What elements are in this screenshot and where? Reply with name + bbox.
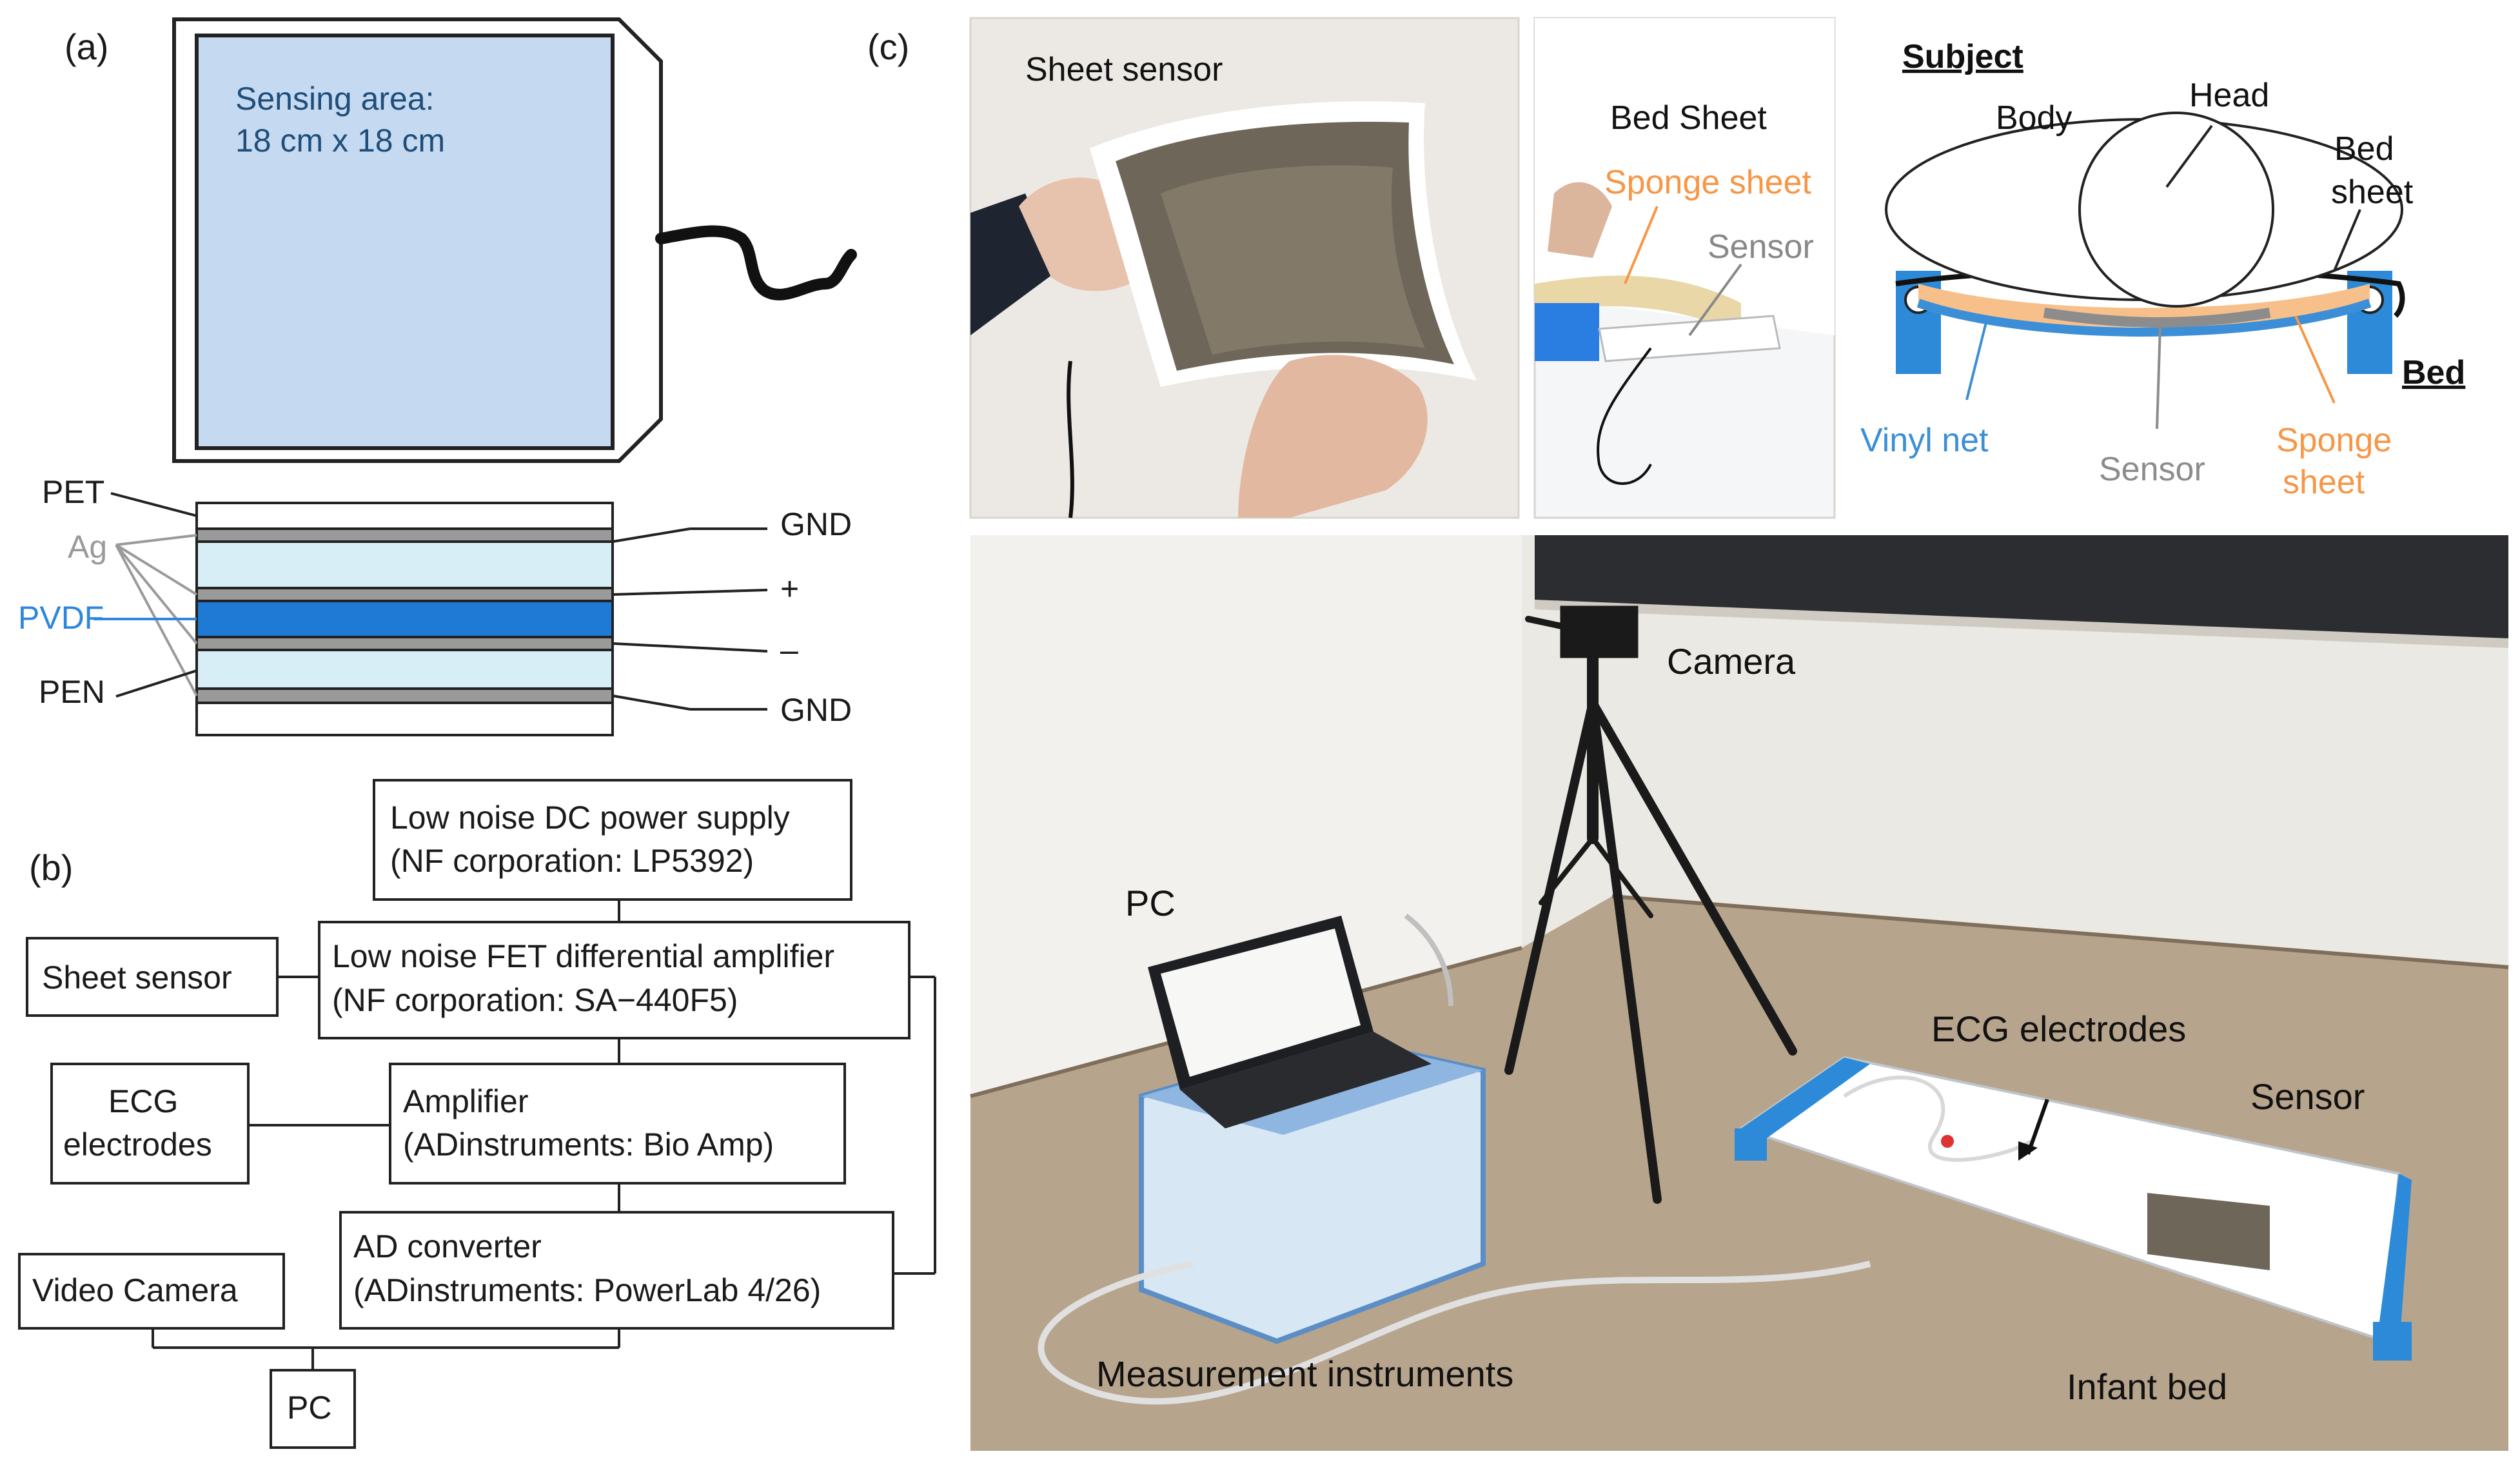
panel-a-label: (a)	[64, 26, 108, 67]
video-camera-box	[18, 1253, 285, 1330]
ecg-electrodes-box	[50, 1063, 250, 1185]
sensing-area-text-line1: Sensing area:	[235, 81, 435, 117]
panel-b: (b) Low noise DC power supply (NF corpor…	[18, 779, 936, 1449]
room-camera-label: Camera	[1667, 641, 1796, 682]
photo-sponge-label: Sponge sheet	[1604, 164, 1811, 201]
amplifier-line2: (ADinstruments: Bio Amp)	[403, 1126, 774, 1163]
photo-sheet-sensor: Sheet sensor	[969, 17, 1520, 519]
sensing-area-text-line2: 18 cm x 18 cm	[235, 123, 445, 159]
schematic-sponge-line1: Sponge	[2276, 422, 2392, 459]
amplifier-box	[389, 1063, 846, 1185]
sensor-cable	[655, 225, 857, 300]
bed-schematic: Subject Body Head Bed	[1860, 38, 2465, 501]
gnd-top-label: GND	[780, 506, 852, 542]
room-sensor-label: Sensor	[2250, 1076, 2365, 1117]
ecg-line1: ECG	[108, 1083, 178, 1119]
photo-bed-sheet: Bed Sheet Sponge sheet Sensor	[1533, 17, 1836, 519]
minus-label: –	[780, 632, 798, 668]
pet-label: PET	[42, 474, 104, 510]
sheet-sensor-box	[26, 937, 279, 1017]
plus-label: +	[780, 571, 799, 607]
room-infant-bed-label: Infant bed	[2067, 1366, 2227, 1407]
room-measurement-label: Measurement instruments	[1096, 1353, 1513, 1394]
photo-sensor-label: Sensor	[1708, 228, 1814, 266]
schematic-bed-sheet-line1: Bed	[2334, 130, 2394, 168]
power-supply-line2: (NF corporation: LP5392)	[390, 843, 754, 879]
ad-line1: AD converter	[353, 1228, 542, 1264]
ad-converter-box	[339, 1211, 894, 1330]
amplifier-line1: Amplifier	[403, 1083, 528, 1119]
fet-amplifier-box	[318, 921, 911, 1039]
panel-a: (a) Sensing area: 18 cm x 18 cm PET Ag P…	[18, 17, 857, 736]
pen-label: PEN	[39, 674, 105, 710]
pvdf-label: PVDF	[18, 600, 104, 636]
panel-c: (c) Sheet sensor	[867, 17, 2509, 1451]
layer-stack	[195, 502, 614, 736]
pc-box	[270, 1369, 356, 1449]
room-ecg-label: ECG electrodes	[1931, 1008, 2186, 1049]
power-supply-box	[373, 779, 852, 901]
photo-bed-sheet-label: Bed Sheet	[1610, 99, 1767, 137]
schematic-sensor-label: Sensor	[2099, 451, 2205, 488]
fet-line2: (NF corporation: SA−440F5)	[332, 982, 738, 1018]
schematic-sponge-line2: sheet	[2283, 464, 2365, 501]
sheet-sensor-text: Sheet sensor	[42, 959, 232, 996]
room-sensor-sheet	[2147, 1193, 2270, 1270]
schematic-body-label: Body	[1996, 99, 2072, 137]
pvdf-layer	[195, 600, 614, 638]
schematic-vinyl-net-label: Vinyl net	[1860, 422, 1989, 459]
gnd-bottom-label: GND	[780, 692, 852, 728]
power-supply-line1: Low noise DC power supply	[390, 800, 790, 836]
panel-c-label: (c)	[867, 26, 909, 67]
schematic-bed-sheet-line2: sheet	[2331, 173, 2414, 211]
schematic-head-label: Head	[2189, 77, 2269, 114]
sensing-area	[195, 34, 615, 450]
ecg-line2: electrodes	[63, 1126, 212, 1163]
fet-line1: Low noise FET differential amplifier	[332, 938, 834, 974]
video-camera-text: Video Camera	[32, 1272, 238, 1308]
room-pc-label: PC	[1125, 883, 1176, 923]
head-circle	[2078, 112, 2274, 308]
pc-text: PC	[287, 1390, 331, 1426]
photo-room-setup: Camera PC ECG electrodes Sensor Measurem…	[970, 535, 2509, 1451]
photo-sheet-sensor-label: Sheet sensor	[1025, 51, 1223, 88]
schematic-subject-label: Subject	[1902, 38, 2023, 75]
panel-b-label: (b)	[29, 847, 73, 888]
ad-line2: (ADinstruments: PowerLab 4/26)	[353, 1272, 821, 1308]
ag-label: Ag	[68, 529, 107, 565]
schematic-bed-label: Bed	[2402, 354, 2465, 391]
